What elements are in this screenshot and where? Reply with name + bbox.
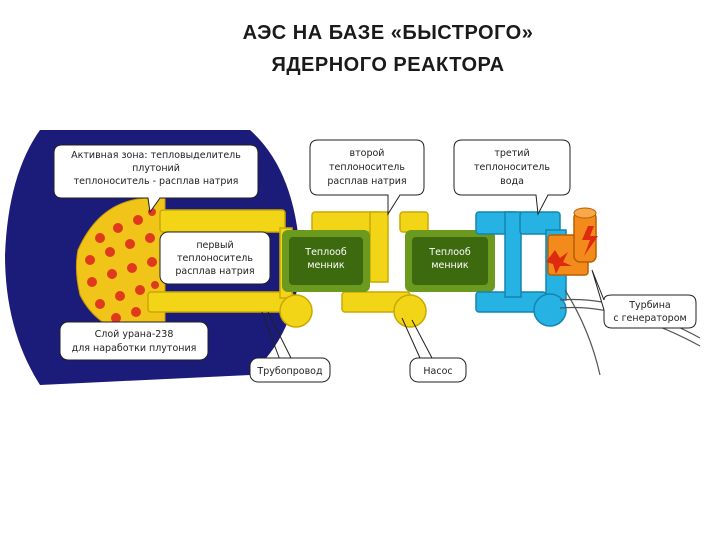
third-callout-line3: вода <box>500 176 524 187</box>
turbine-generator <box>546 207 597 276</box>
turbine-callout-bubble <box>591 269 697 329</box>
first-callout-box <box>159 231 271 285</box>
hx1-label-line2: менник <box>307 260 345 271</box>
second-callout-bubble <box>309 139 425 216</box>
water-pump <box>533 293 567 327</box>
heat-exchanger-1-inner <box>289 237 363 285</box>
core-callout-line2: плутоний <box>132 163 180 174</box>
blanket-callout-box <box>59 321 209 361</box>
core-callout-line1: Активная зона: тепловыделитель <box>71 150 241 161</box>
pipe-callout-pointer <box>261 311 293 361</box>
turbine-callout-line2: с генератором <box>613 313 686 324</box>
first-callout-line1: первый <box>196 240 233 251</box>
hx1-label-line1: Теплооб <box>304 247 347 258</box>
core-callout-line3: теплоноситель - расплав натрия <box>74 176 239 187</box>
hx2-label-line1: Теплооб <box>428 247 471 258</box>
third-callout-line1: третий <box>494 148 529 159</box>
second-callout-line1: второй <box>350 148 385 159</box>
pump-callout-text: Насос <box>423 366 452 377</box>
diagram-title-line2: ЯДЕРНОГО РЕАКТОРА <box>271 54 505 76</box>
third-callout-line2: теплоноситель <box>474 162 550 173</box>
pipe-callout-text: Трубопровод <box>256 366 323 377</box>
pipe-callout-box <box>249 357 331 383</box>
first-callout-line3: расплав натрия <box>175 266 254 277</box>
second-callout-line2: теплоноситель <box>329 162 405 173</box>
secondary-pump <box>393 294 427 328</box>
diagram-title-line1: АЭС НА БАЗЕ «БЫСТРОГО» <box>242 22 534 44</box>
third-callout-bubble <box>453 139 571 216</box>
blanket-callout-line1: Слой урана-238 <box>95 329 174 340</box>
heat-exchanger-2-inner <box>412 237 488 285</box>
blanket-callout-line2: для наработки плутония <box>72 343 197 354</box>
second-callout-line3: расплав натрия <box>327 176 406 187</box>
primary-pump <box>279 294 313 328</box>
pump-callout-box <box>409 357 467 383</box>
lightning-icon <box>582 226 598 256</box>
core-callout-bubble <box>53 144 259 214</box>
turbine-callout-line1: Турбина <box>628 300 671 311</box>
pump-callout-pointer <box>401 317 433 359</box>
first-callout-line2: теплоноситель <box>177 253 253 264</box>
hx2-label-line2: менник <box>431 260 469 271</box>
